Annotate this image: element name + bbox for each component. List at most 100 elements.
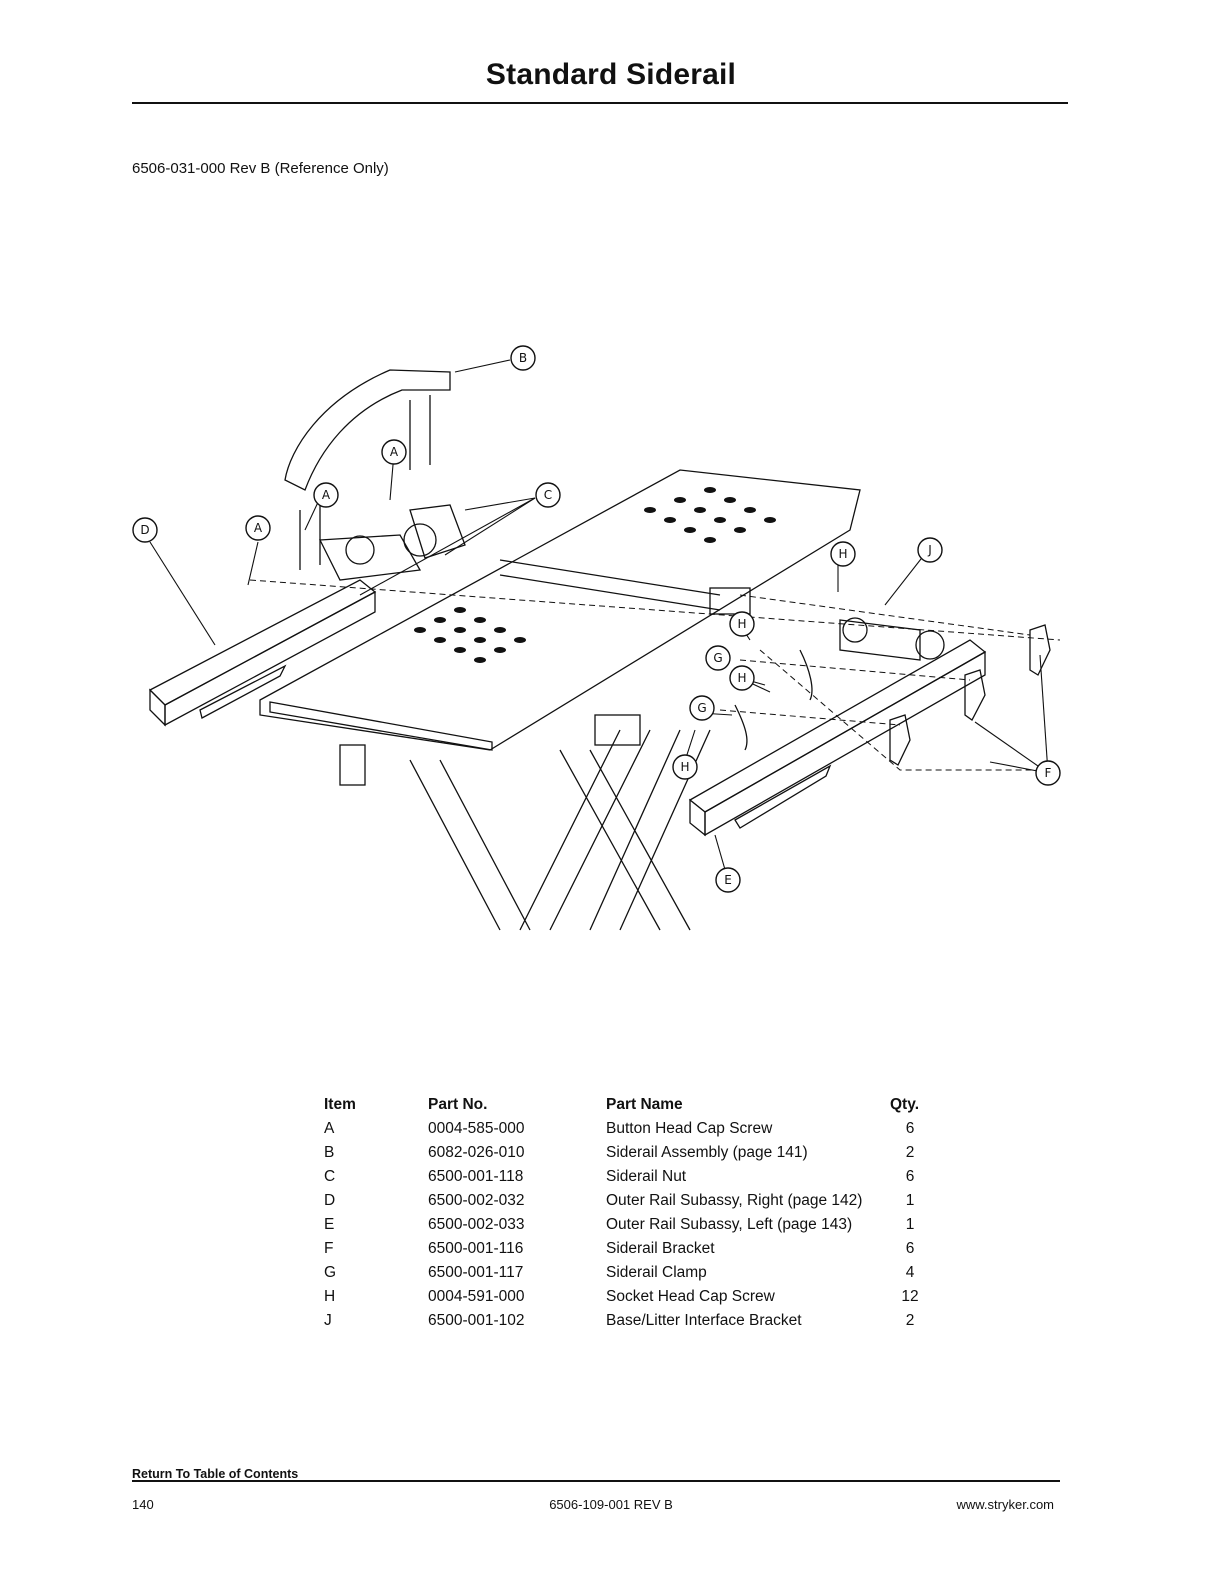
row-part-no: 6500-001-118 — [428, 1168, 524, 1185]
row-qty: 6 — [905, 1168, 915, 1185]
deck-holes — [414, 487, 776, 663]
exploded-assembly-diagram: D B C A A A H J H G H G — [132, 345, 1061, 931]
svg-text:F: F — [1045, 766, 1052, 780]
row-part-name: Siderail Clamp — [606, 1264, 707, 1281]
svg-text:A: A — [390, 445, 399, 459]
table-row: D 6500-002-032 Outer Rail Subassy, Right… — [318, 1189, 930, 1213]
svg-text:B: B — [519, 351, 527, 365]
svg-text:G: G — [697, 701, 706, 715]
page-title: Standard Siderail — [485, 58, 737, 91]
svg-text:A: A — [254, 521, 263, 535]
row-item: B — [324, 1144, 335, 1161]
row-qty: 2 — [905, 1312, 915, 1329]
row-part-no: 0004-591-000 — [428, 1288, 525, 1305]
header-qty: Qty. — [890, 1096, 919, 1113]
row-item: A — [324, 1120, 335, 1137]
page-number: 140 — [132, 1497, 154, 1512]
header-item: Item — [324, 1096, 356, 1113]
row-qty: 6 — [905, 1120, 915, 1137]
outer-rail-right — [148, 579, 377, 727]
alignment-lines — [249, 579, 1061, 771]
svg-text:J: J — [927, 543, 932, 557]
row-item: C — [324, 1168, 336, 1185]
callout-g-1: G — [705, 645, 731, 671]
callout-h-4: H — [672, 754, 698, 780]
callout-c: C — [535, 482, 561, 508]
svg-text:A: A — [322, 488, 331, 502]
footer-divider — [132, 1480, 1060, 1482]
outer-rail-left — [688, 639, 987, 837]
callout-f: F — [1035, 760, 1061, 786]
table-row: C 6500-001-118 Siderail Nut 6 — [318, 1165, 930, 1189]
row-part-no: 6082-026-010 — [428, 1144, 525, 1161]
header-divider — [132, 102, 1068, 104]
website-link[interactable]: www.stryker.com — [956, 1497, 1054, 1512]
document-number: 6506-109-001 REV B — [549, 1497, 673, 1512]
row-item: G — [324, 1264, 337, 1281]
table-row: A 0004-585-000 Button Head Cap Screw 6 — [318, 1117, 930, 1141]
callout-e: E — [715, 867, 741, 893]
row-item: F — [324, 1240, 334, 1257]
row-item: E — [324, 1216, 335, 1233]
parts-table-header: Item Part No. Part Name Qty. — [318, 1093, 930, 1117]
row-part-no: 6500-002-033 — [428, 1216, 525, 1233]
row-part-name: Button Head Cap Screw — [606, 1120, 773, 1137]
row-part-name: Outer Rail Subassy, Right (page 142) — [606, 1192, 863, 1209]
callout-b: B — [510, 345, 536, 371]
row-item: H — [324, 1288, 336, 1305]
svg-text:C: C — [544, 488, 552, 502]
table-row: B 6082-026-010 Siderail Assembly (page 1… — [318, 1141, 930, 1165]
row-part-name: Siderail Bracket — [606, 1240, 715, 1257]
svg-text:H: H — [680, 760, 689, 774]
row-part-name: Siderail Assembly (page 141) — [606, 1144, 808, 1161]
svg-text:H: H — [838, 547, 847, 561]
callout-d: D — [132, 517, 158, 543]
table-row: E 6500-002-033 Outer Rail Subassy, Left … — [318, 1213, 930, 1237]
callout-h-1: H — [830, 541, 856, 567]
callout-a-1: A — [245, 515, 271, 541]
row-part-name: Outer Rail Subassy, Left (page 143) — [606, 1216, 853, 1233]
table-row: H 0004-591-000 Socket Head Cap Screw 12 — [318, 1285, 930, 1309]
callout-a-2: A — [313, 482, 339, 508]
row-qty: 2 — [905, 1144, 915, 1161]
row-part-no: 6500-002-032 — [428, 1192, 525, 1209]
row-part-name: Siderail Nut — [606, 1168, 687, 1185]
table-row: G 6500-001-117 Siderail Clamp 4 — [318, 1261, 930, 1285]
callout-g-2: G — [689, 695, 715, 721]
siderail-assembly — [284, 369, 466, 581]
row-item: J — [324, 1312, 332, 1329]
row-qty: 4 — [905, 1264, 915, 1281]
header-part-no: Part No. — [428, 1096, 488, 1113]
row-part-no: 6500-001-117 — [428, 1264, 524, 1281]
callout-h-2: H — [729, 611, 755, 637]
siderail-clamps — [734, 649, 813, 751]
row-qty: 1 — [905, 1216, 915, 1233]
row-qty: 1 — [905, 1192, 915, 1209]
row-qty: 6 — [905, 1240, 915, 1257]
parts-table: Item Part No. Part Name Qty. A 0004-585-… — [318, 1093, 930, 1333]
table-row: J 6500-001-102 Base/Litter Interface Bra… — [318, 1309, 930, 1333]
header-part-name: Part Name — [606, 1096, 683, 1113]
row-qty: 12 — [901, 1288, 919, 1305]
row-part-no: 0004-585-000 — [428, 1120, 525, 1137]
row-item: D — [324, 1192, 336, 1209]
row-part-no: 6500-001-102 — [428, 1312, 525, 1329]
return-to-toc-link[interactable]: Return To Table of Contents — [132, 1467, 299, 1481]
svg-text:H: H — [737, 617, 746, 631]
row-part-name: Base/Litter Interface Bracket — [606, 1312, 802, 1329]
table-row: F 6500-001-116 Siderail Bracket 6 — [318, 1237, 930, 1261]
callout-h-3: H — [729, 665, 755, 691]
callout-a-3: A — [381, 439, 407, 465]
callout-j: J — [917, 537, 943, 563]
scissor-base — [339, 714, 711, 931]
litter-deck — [259, 469, 861, 751]
svg-text:G: G — [713, 651, 722, 665]
svg-text:H: H — [737, 671, 746, 685]
row-part-no: 6500-001-116 — [428, 1240, 524, 1257]
svg-text:D: D — [140, 523, 149, 537]
assembly-reference: 6506-031-000 Rev B (Reference Only) — [132, 160, 389, 177]
svg-text:E: E — [724, 873, 732, 887]
siderail-brackets — [889, 624, 1051, 766]
row-part-name: Socket Head Cap Screw — [606, 1288, 775, 1305]
interface-tubes — [499, 559, 945, 661]
